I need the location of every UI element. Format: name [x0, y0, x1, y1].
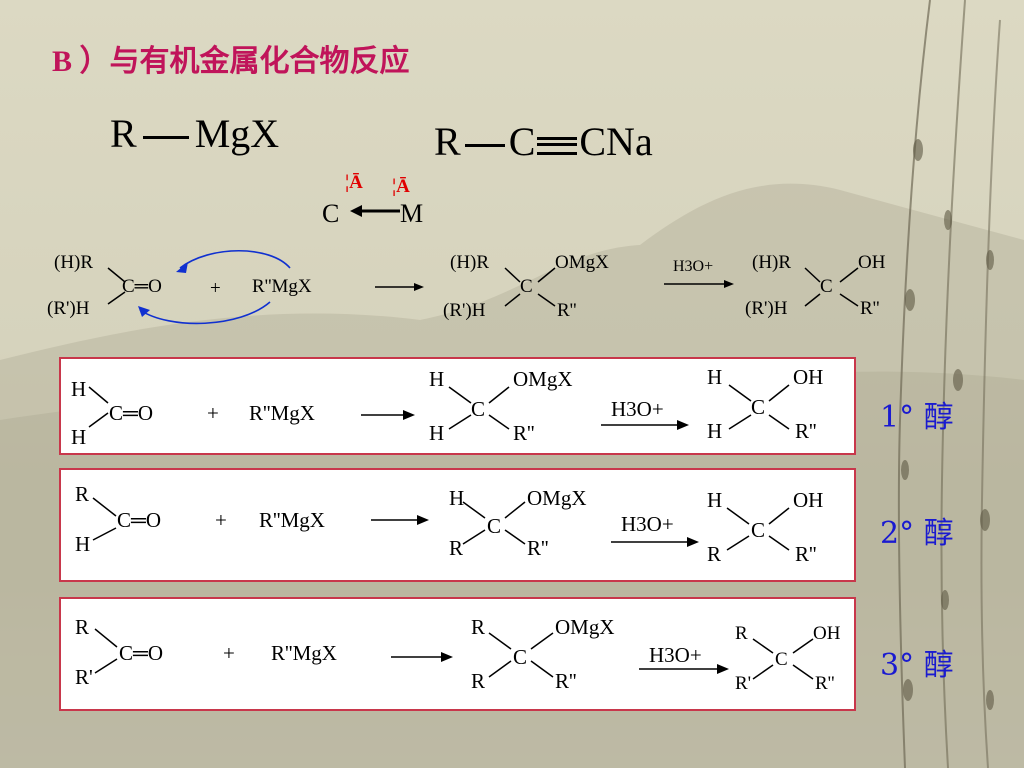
row2-reagent: H3O+: [621, 512, 674, 536]
row3-plus: +: [223, 641, 235, 665]
gen-reactant-rh: (R')H: [47, 298, 90, 319]
grignard-r: R: [110, 111, 137, 156]
row2-grignard: R''MgX: [259, 508, 325, 532]
row1-prod-bot: H: [707, 419, 723, 443]
row1-inter-omgx: OMgX: [513, 367, 573, 391]
row1-sub2: H: [71, 425, 87, 449]
row3-prod-top: R: [735, 623, 748, 644]
row3-prod-oh: OH: [813, 623, 841, 644]
row3-prod-c: C: [775, 649, 788, 670]
slide-title: B ）与有机金属化合物反应: [52, 36, 410, 80]
row2-prod-top: H: [707, 488, 723, 512]
single-bond: [142, 136, 189, 140]
row2-sub2: H: [75, 532, 91, 556]
row1-plus: +: [207, 401, 219, 425]
row2-carbonyl: C═O: [117, 508, 162, 532]
alcohol-class-secondary: 2° 醇: [880, 516, 954, 551]
row3-reagent: H3O+: [649, 643, 702, 667]
row1-prod-top: H: [707, 365, 723, 389]
row2-inter-r2: R'': [527, 536, 549, 560]
grignard-formula: R MgX: [110, 110, 279, 157]
gen-prod-hr: (H)R: [752, 252, 792, 273]
delta-negative-symbol: ¦Ā: [345, 172, 363, 193]
gen-plus: +: [210, 278, 221, 299]
row3-inter-bot: R: [471, 669, 486, 693]
row1-bonds: [88, 384, 790, 430]
polar-m: M: [400, 199, 424, 228]
row2-prod-oh: OH: [793, 488, 824, 512]
gen-inter-c: C: [520, 276, 533, 297]
row2-prod-bot: R: [707, 542, 722, 566]
row1-reagent: H3O+: [611, 397, 664, 421]
acetylide-formula: R C CNa: [434, 118, 653, 165]
alcohol-class-tertiary: 3° 醇: [880, 648, 954, 683]
reaction-box-tertiary: R R' C═O + R''MgX R OMgX C R R'' H3O+ R …: [59, 597, 856, 711]
row1-inter-bot: H: [429, 421, 445, 445]
row3-prod-bot: R': [735, 673, 752, 694]
gen-reagent: H3O+: [673, 258, 714, 275]
row1-inter-r2: R'': [513, 421, 535, 445]
row3-inter-omgx: OMgX: [555, 615, 615, 639]
acetylide-c: C: [508, 119, 536, 164]
row1-grignard: R''MgX: [249, 401, 315, 425]
gen-reactant-hr: (H)R: [54, 252, 94, 273]
alcohol-class-primary: 1° 醇: [880, 400, 954, 435]
row3-carbonyl: C═O: [119, 641, 164, 665]
row3-sub1: R: [75, 615, 90, 639]
row3-prod-r2: R'': [815, 673, 835, 694]
row2-sub1: R: [75, 482, 90, 506]
row1-prod-oh: OH: [793, 365, 824, 389]
row1-carbonyl: C═O: [109, 401, 154, 425]
row2-plus: +: [215, 508, 227, 532]
polar-arrow: [350, 205, 400, 217]
gen-grignard: R''MgX: [252, 276, 312, 297]
gen-inter-rh: (R')H: [443, 300, 486, 321]
row3-grignard: R''MgX: [271, 641, 337, 665]
reaction-box-primary: H H C═O + R''MgX H OMgX C H R'' H3O+ H O…: [59, 357, 856, 455]
row3-inter-c: C: [513, 645, 528, 669]
title-text: 与有机金属化合物反应: [109, 45, 410, 78]
row2-prod-r2: R'': [795, 542, 817, 566]
gen-carbonyl: C═O: [122, 276, 162, 297]
polar-c: C: [322, 199, 340, 228]
reaction-box-secondary: R H C═O + R''MgX H OMgX C R R'' H3O+ H O…: [59, 468, 856, 582]
row1-inter-c: C: [471, 397, 486, 421]
gen-prod-c: C: [820, 276, 833, 297]
row2-prod-c: C: [751, 518, 766, 542]
row3-bonds: [94, 628, 814, 680]
grignard-mgx: MgX: [194, 111, 280, 156]
gen-prod-rh: (R')H: [745, 298, 788, 319]
row1-inter-top: H: [429, 367, 445, 391]
single-bond: [464, 144, 505, 148]
row3-inter-top: R: [471, 615, 486, 639]
gen-inter-r2: R'': [557, 300, 577, 321]
general-reaction-lines: [107, 249, 859, 325]
row2-inter-top: H: [449, 486, 465, 510]
delta-positive-symbol: ¦Ā: [392, 176, 410, 197]
row2-inter-c: C: [487, 514, 502, 538]
gen-prod-r2: R'': [860, 298, 880, 319]
row2-bonds: [92, 497, 790, 551]
triple-bond: [537, 136, 578, 155]
row3-inter-r2: R'': [555, 669, 577, 693]
gen-inter-omgx: OMgX: [555, 252, 609, 273]
row2-inter-bot: R: [449, 536, 464, 560]
acetylide-r: R: [434, 119, 461, 164]
acetylide-cna: CNa: [579, 119, 653, 164]
row3-sub2: R': [75, 665, 93, 689]
row2-inter-omgx: OMgX: [527, 486, 587, 510]
row1-sub1: H: [71, 377, 87, 401]
row1-prod-r2: R'': [795, 419, 817, 443]
section-label: B ）: [52, 45, 110, 78]
row1-prod-c: C: [751, 395, 766, 419]
gen-prod-oh: OH: [858, 252, 886, 273]
gen-inter-hr: (H)R: [450, 252, 490, 273]
